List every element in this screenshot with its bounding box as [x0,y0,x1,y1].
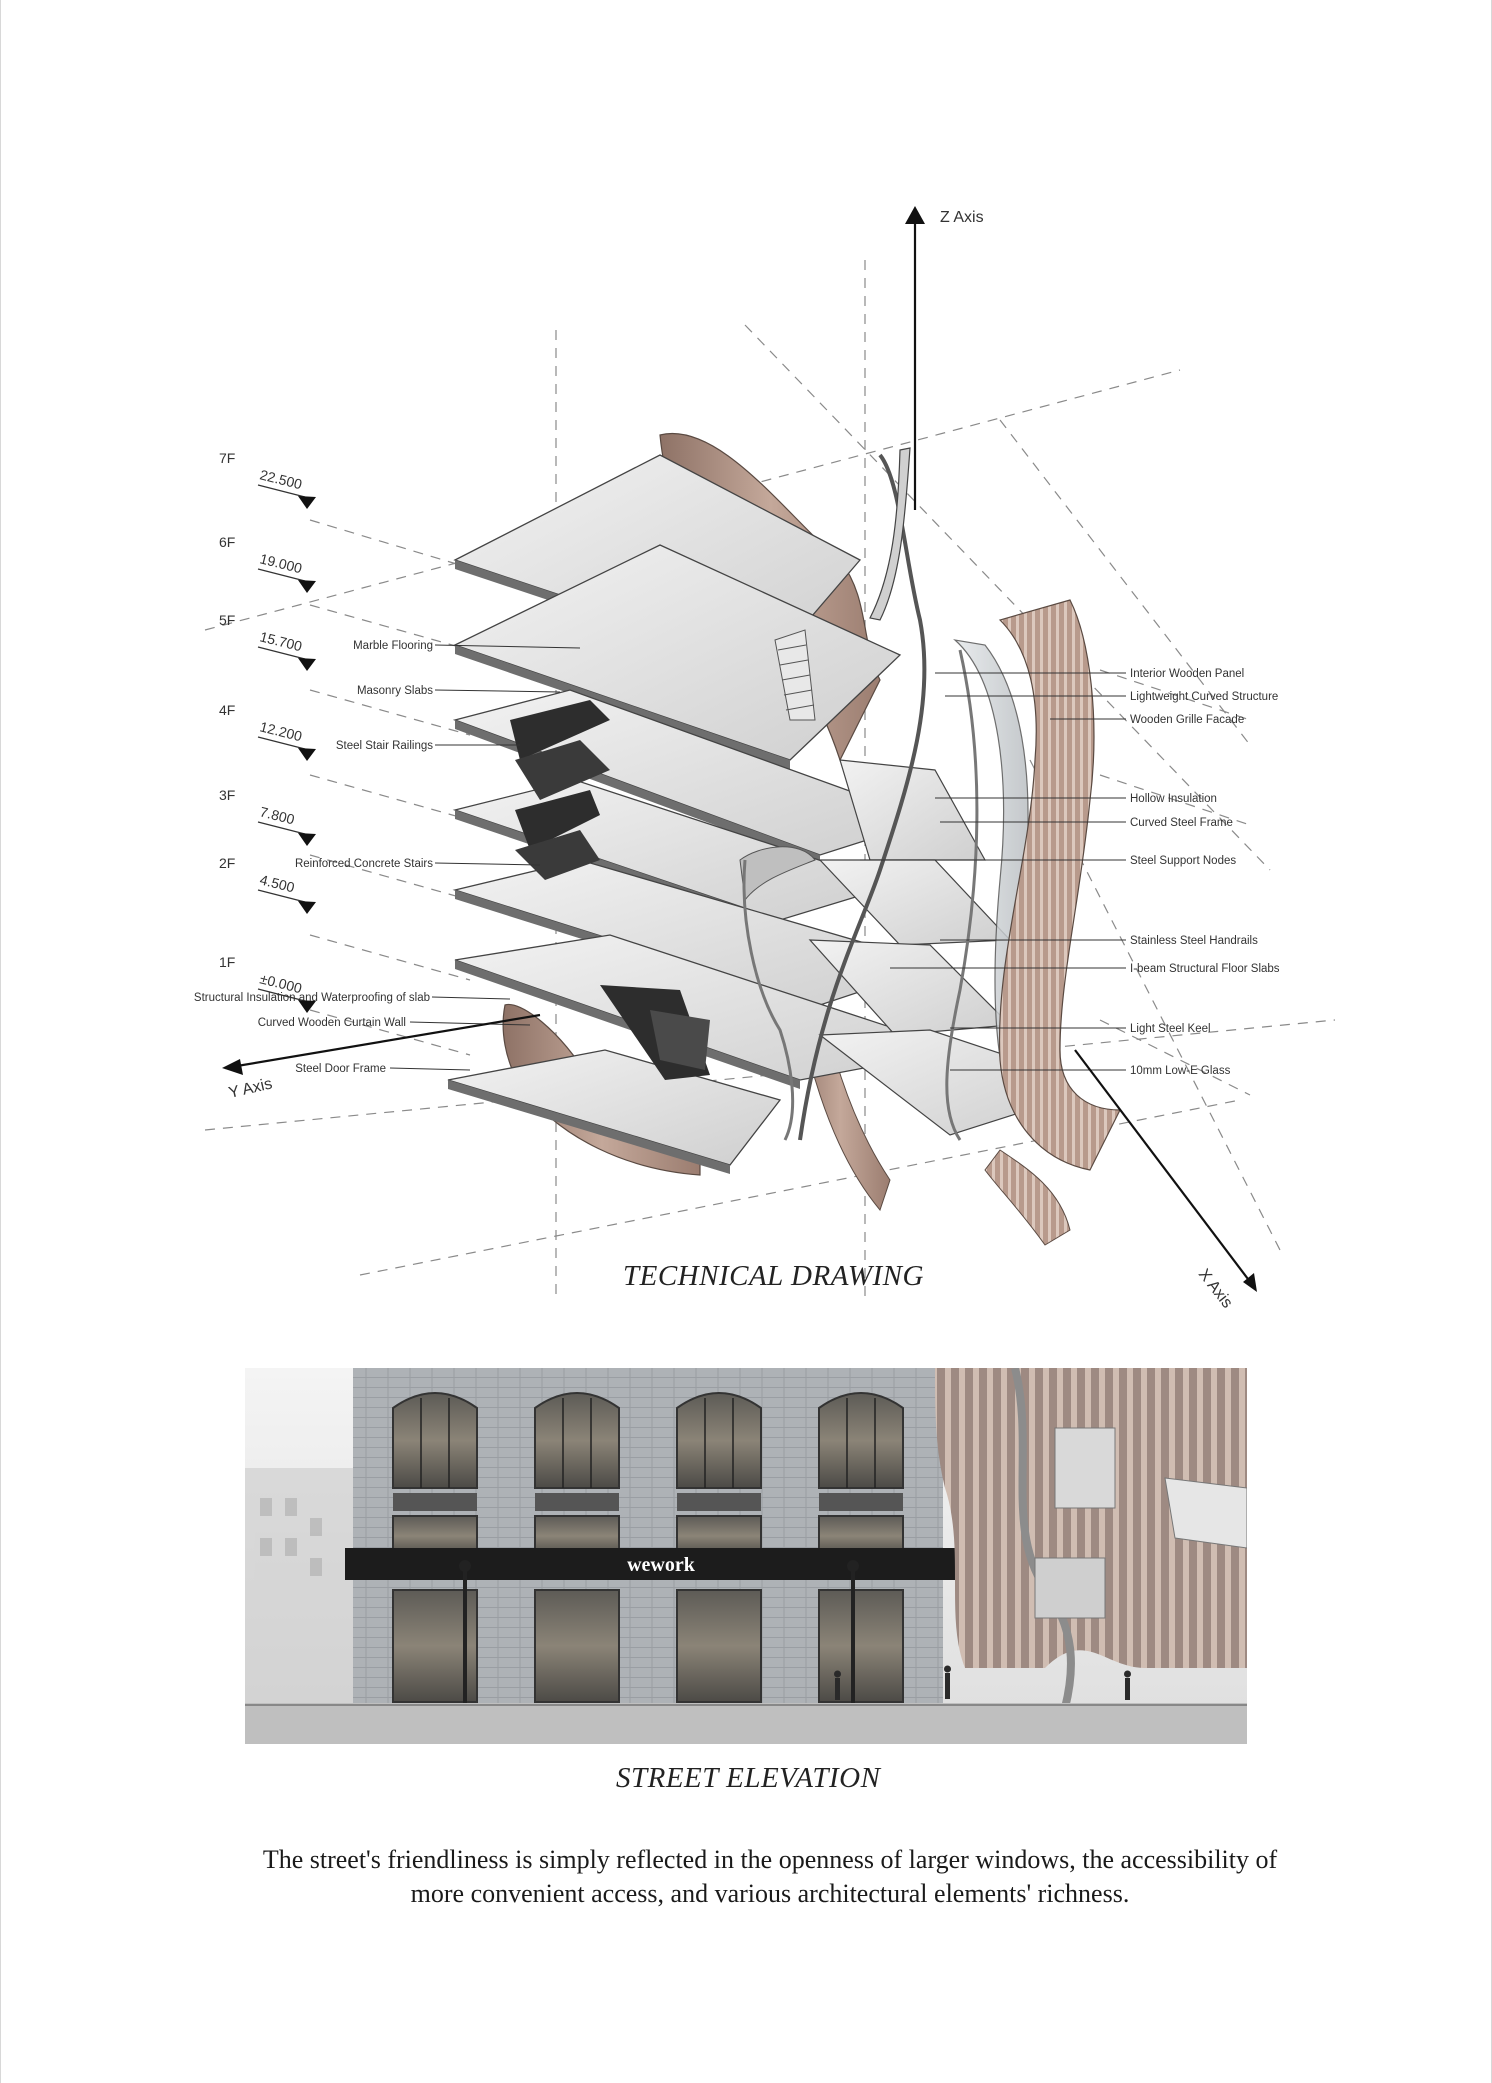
right-label: Light Steel Keel [1130,1023,1211,1035]
floor-elevation: 12.200 [258,718,304,744]
street-elevation-render: wework [245,1368,1247,1744]
right-label: Lightweight Curved Structure [1130,691,1278,703]
right-label: Curved Steel Frame [1130,817,1233,829]
curved-wooden-building [935,1368,1247,1709]
floor-underline [257,821,306,835]
y-axis-label: Y Axis [227,1075,274,1102]
storefront-sign: wework [627,1554,696,1576]
technical-drawing-title: TECHNICAL DRAWING [623,1260,924,1292]
floor-tag-1f: 1F±0.000 [219,954,316,1013]
floor-name: 2F [219,855,235,871]
street-elevation-image: wework [245,1368,1247,1744]
left-label: Steel Stair Railings [336,740,433,752]
level-marker-icon [298,658,316,671]
street-elevation-title: STREET ELEVATION [616,1762,881,1794]
right-label: Steel Support Nodes [1130,855,1236,867]
left-label: Masonry Slabs [357,685,433,697]
floor-elevation: 19.000 [258,550,304,576]
caption-line-2: more convenient access, and various arch… [410,1879,1130,1908]
ground-floor-windows [392,1589,904,1703]
floor-underline [257,646,306,660]
floor-tag-3f: 3F7.800 [219,787,316,846]
left-label: Reinforced Concrete Stairs [295,858,433,870]
x-axis-label: X Axis [1195,1266,1236,1312]
street-lamps [459,1560,859,1703]
axes [222,206,1257,1292]
floor-underline [257,889,306,903]
floor-underline [257,484,306,498]
left-label: Marble Flooring [353,640,433,652]
floor-tag-7f: 7F 22.500 [219,450,316,509]
level-marker-icon [298,748,316,761]
floor-underline [257,988,306,1002]
leader-lines [389,644,1126,1071]
floor-underline [257,736,306,750]
floor-name: 6F [219,534,235,550]
street [245,1703,1247,1744]
floor-name: 3F [219,787,235,803]
right-label: I-beam Structural Floor Slabs [1130,963,1280,975]
arched-windows [392,1392,904,1489]
background-buildings [245,1468,355,1708]
right-label: Wooden Grille Facade [1130,714,1244,726]
level-marker-icon [298,833,316,846]
technical-drawing: Z Axis Y Axis X Axis 7F 22.500 6F 19.000 5F 1… [194,206,1336,1312]
caption: The street's friendliness is simply refl… [140,1843,1400,1911]
level-marker-icon [298,580,316,593]
ornament-band [393,1493,903,1511]
slab-1f [447,1049,782,1174]
left-label: Steel Door Frame [295,1063,386,1075]
floor-underline [257,568,306,582]
floor-level-tags: 7F 22.500 6F 19.000 5F 15.700 4F 12.200 3F7.800 2… [219,450,316,1013]
level-marker-icon [298,901,316,914]
floor-tag-5f: 5F 15.700 [219,612,316,671]
left-label: Curved Wooden Curtain Wall [258,1017,406,1029]
lightweight-curved-structure [869,447,911,621]
floor-tag-6f: 6F 19.000 [219,534,316,593]
level-marker-icon [298,496,316,509]
floor-name: 7F [219,450,235,466]
right-label: Hollow Insulation [1130,793,1217,805]
floor-elevation: 22.500 [258,466,304,492]
floor-elevation: 15.700 [258,628,304,654]
pedestrians [834,1665,1131,1700]
floor-name: 1F [219,954,235,970]
floor-name: 4F [219,702,235,718]
z-axis-label: Z Axis [940,209,984,226]
reinforced-concrete-stairs [510,629,816,1080]
floor-tag-4f: 4F 12.200 [219,702,316,761]
caption-line-1: The street's friendliness is simply refl… [262,1845,1278,1874]
floor-name: 5F [219,612,235,628]
level-marker-icon [298,1000,316,1013]
right-label: Interior Wooden Panel [1130,668,1244,680]
right-label: Stainless Steel Handrails [1130,935,1258,947]
right-label: 10mm Low-E Glass [1130,1065,1231,1077]
left-label: Structural Insulation and Waterproofing … [194,992,430,1004]
